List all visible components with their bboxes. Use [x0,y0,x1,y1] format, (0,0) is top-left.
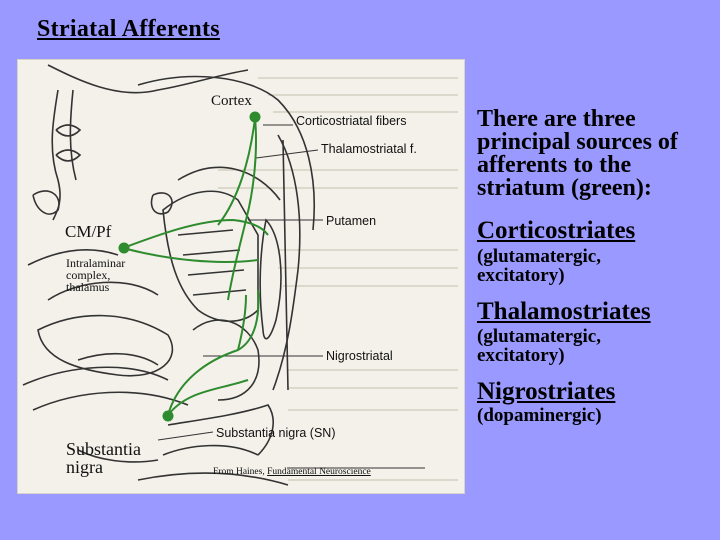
corticostriates-detail-line-2: excitatory) [477,266,601,285]
thalamostriatal-label: Thalamostriatal f. [321,142,417,156]
cortex-label: Cortex [211,93,252,110]
intro-line-2: principal sources of [477,131,717,154]
cmpf-label: CM/Pf [65,222,111,242]
nigrostriates-detail-line-1: (dopaminergic) [477,406,602,425]
intro-text: There are three principal sources of aff… [477,108,717,200]
corticostriates-detail-line-1: (glutamatergic, [477,247,601,266]
corticostriatal-fibers-label: Corticostriatal fibers [296,114,406,128]
intro-line-4: striatum (green): [477,177,717,200]
cmpf-source-dot [119,243,130,254]
nigra-source-dot [163,411,174,422]
intralaminar-line-3: thalamus [66,281,125,293]
cortex-source-dot [250,112,261,123]
substantia-nigra-line-1: Substantia [66,440,141,458]
intralaminar-label: Intralaminar complex, thalamus [66,257,125,293]
citation-book: Fundamental Neuroscience [267,467,371,477]
putamen-label: Putamen [326,214,376,228]
thalamostriates-detail: (glutamatergic, excitatory) [477,327,601,365]
corticostriates-detail: (glutamatergic, excitatory) [477,247,601,285]
intro-line-1: There are three [477,108,717,131]
thalamostriates-detail-line-1: (glutamatergic, [477,327,601,346]
substantia-nigra-line-2: nigra [66,458,141,476]
nigrostriates-detail: (dopaminergic) [477,406,602,425]
pathway-lines [123,118,268,415]
nigrostriates-heading: Nigrostriates [477,378,615,406]
substantia-nigra-label: Substantia nigra [66,440,141,476]
citation: From Haines, Fundamental Neuroscience [213,467,371,477]
leader-lines [158,125,323,440]
substantia-nigra-sn-label: Substantia nigra (SN) [216,426,336,440]
slide-title: Striatal Afferents [37,16,220,43]
nigrostriatal-label: Nigrostriatal [326,349,393,363]
brain-diagram: Cortex CM/Pf Intralaminar complex, thala… [17,59,465,494]
corticostriates-heading: Corticostriates [477,217,635,245]
thalamostriates-heading: Thalamostriates [477,298,651,326]
thalamostriates-detail-line-2: excitatory) [477,346,601,365]
citation-prefix: From Haines, [213,467,267,477]
intro-line-3: afferents to the [477,154,717,177]
background-text-lines [218,78,458,480]
